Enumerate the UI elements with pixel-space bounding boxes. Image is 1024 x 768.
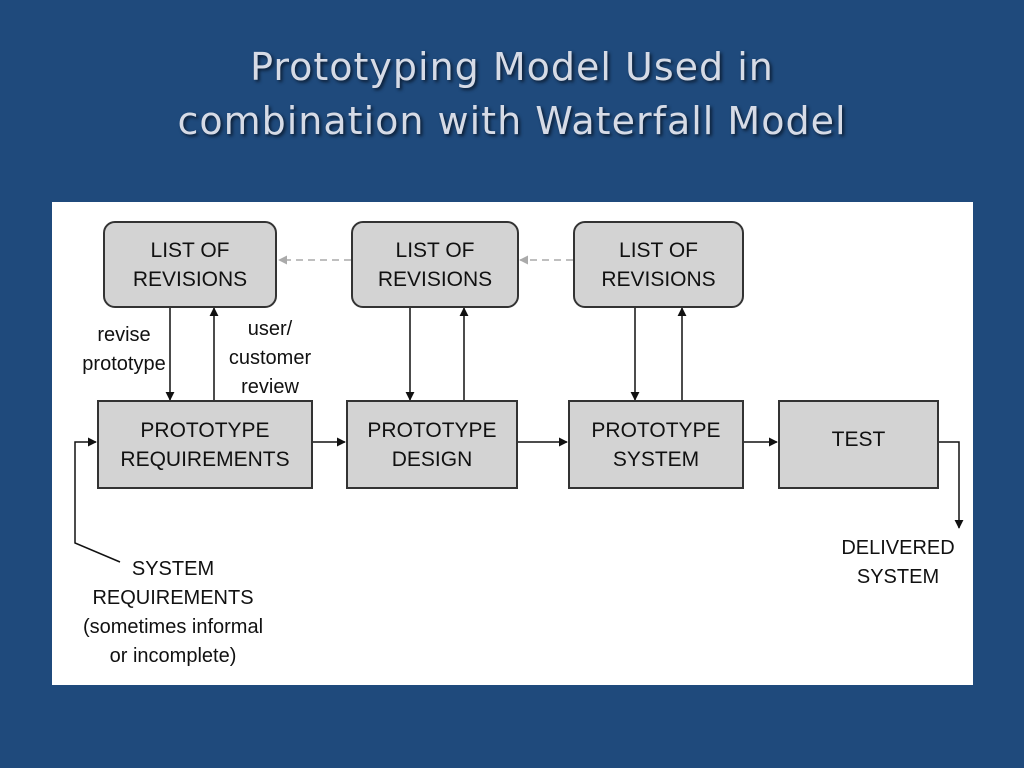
label-revise-line-1: revise (97, 324, 151, 346)
stage-1-line-1: PROTOTYPE (140, 418, 270, 442)
revision-list-3-line-1: LIST OF (619, 238, 698, 262)
label-sysreq-line-4: or incomplete) (109, 645, 237, 667)
stage-2-line-2: DESIGN (391, 447, 473, 471)
label-review-line-2: customer (228, 347, 312, 369)
revision-list-3-line-2: REVISIONS (601, 267, 716, 291)
stage-3-line-2: SYSTEM (612, 447, 700, 471)
stage-1-line-2: REQUIREMENTS (120, 447, 290, 471)
title-line-2: combination with Waterfall Model (177, 99, 847, 143)
arrow-test-to-delivered (938, 441, 964, 529)
label-system-requirements: SYSTEM REQUIREMENTS (sometimes informal … (54, 555, 292, 671)
revision-list-2-line-2: REVISIONS (377, 267, 493, 291)
label-sysreq-line-2: REQUIREMENTS (92, 587, 254, 609)
label-review-line-1: user/ (247, 318, 293, 340)
label-revise-prototype: revise prototype (66, 321, 182, 379)
label-delivered-line-1: DELIVERED (841, 537, 955, 559)
label-delivered-system: DELIVERED SYSTEM (823, 534, 973, 592)
label-revise-line-2: prototype (82, 353, 166, 375)
connector-layer (74, 255, 964, 563)
stage-2-line-1: PROTOTYPE (367, 418, 497, 442)
label-review-line-3: review (241, 376, 299, 398)
stage-prototype-design: PROTOTYPE DESIGN (346, 400, 518, 489)
label-delivered-line-2: SYSTEM (856, 566, 940, 588)
revision-list-1-line-1: LIST OF (150, 238, 230, 262)
stage-4-line-1: TEST (831, 428, 886, 451)
label-user-customer-review: user/ customer review (212, 315, 328, 402)
revision-list-1: LIST OF REVISIONS (103, 221, 277, 308)
revision-list-1-line-2: REVISIONS (132, 267, 248, 291)
slide-title: Prototyping Model Used in combination wi… (0, 40, 1024, 148)
title-line-1: Prototyping Model Used in (250, 45, 774, 89)
label-sysreq-line-3: (sometimes informal (82, 616, 264, 638)
diagram-panel: LIST OF REVISIONS LIST OF REVISIONS LIST… (52, 202, 973, 685)
revision-list-2-line-1: LIST OF (395, 238, 475, 262)
stage-prototype-requirements: PROTOTYPE REQUIREMENTS (97, 400, 313, 489)
arrow-system-requirements-in (74, 437, 121, 563)
revision-list-3: LIST OF REVISIONS (573, 221, 744, 308)
stage-test: TEST (778, 400, 939, 489)
label-sysreq-line-1: SYSTEM (131, 558, 215, 580)
stage-prototype-system: PROTOTYPE SYSTEM (568, 400, 744, 489)
revision-list-2: LIST OF REVISIONS (351, 221, 519, 308)
stage-3-line-1: PROTOTYPE (591, 418, 721, 442)
